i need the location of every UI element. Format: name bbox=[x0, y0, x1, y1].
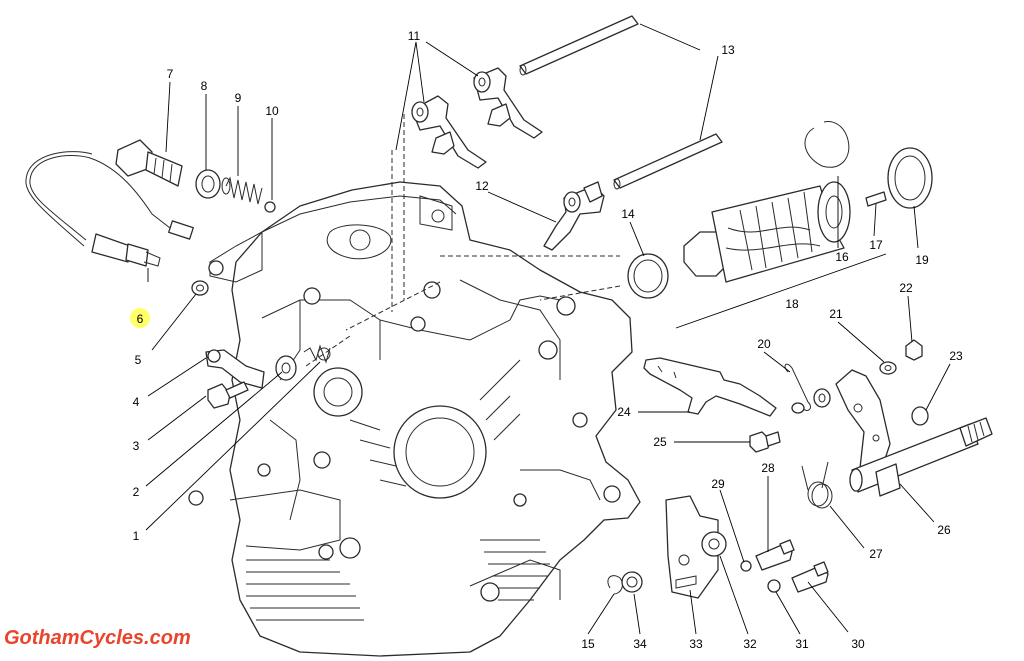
drum-pin bbox=[865, 191, 887, 207]
label-part-24[interactable]: 24 bbox=[617, 405, 631, 419]
label-part-8[interactable]: 8 bbox=[201, 79, 208, 93]
label-part-10[interactable]: 10 bbox=[265, 104, 279, 118]
label-part-27[interactable]: 27 bbox=[869, 547, 883, 561]
label-part-34[interactable]: 34 bbox=[633, 637, 647, 651]
drum-group-bracket bbox=[675, 253, 887, 329]
label-part-26[interactable]: 26 bbox=[937, 523, 951, 537]
return-spring bbox=[784, 363, 831, 414]
label-part-12[interactable]: 12 bbox=[475, 179, 489, 193]
label-part-23[interactable]: 23 bbox=[949, 349, 963, 363]
washer-and-screw-set bbox=[205, 344, 331, 409]
label-part-16[interactable]: 16 bbox=[835, 250, 849, 264]
detent-spring bbox=[221, 176, 263, 205]
label-part-20[interactable]: 20 bbox=[757, 337, 771, 351]
label-part-5[interactable]: 5 bbox=[135, 353, 142, 367]
gothamcycles-logo: GothamCycles.com bbox=[4, 627, 191, 649]
shift-forks-upper bbox=[411, 67, 543, 169]
cover-plate bbox=[643, 357, 777, 417]
bolt-with-washer-lower bbox=[767, 561, 829, 593]
label-part-14[interactable]: 14 bbox=[621, 207, 635, 221]
label-part-29[interactable]: 29 bbox=[711, 477, 725, 491]
drum-seal-ring bbox=[887, 147, 933, 209]
bushing bbox=[701, 531, 727, 557]
label-part-33[interactable]: 33 bbox=[689, 637, 703, 651]
selector-drum bbox=[683, 181, 851, 283]
crankcase-half bbox=[188, 181, 641, 657]
label-part-17[interactable]: 17 bbox=[869, 238, 883, 252]
stop-bracket bbox=[665, 495, 719, 599]
alignment-lines bbox=[305, 114, 621, 367]
torsion-spring bbox=[801, 461, 833, 509]
label-part-4[interactable]: 4 bbox=[133, 395, 140, 409]
part-6-highlight bbox=[130, 308, 150, 328]
part-number-labels: 1 2 3 4 5 6 7 8 9 10 11 12 13 14 15 16 1… bbox=[133, 29, 963, 651]
label-part-15[interactable]: 15 bbox=[581, 637, 595, 651]
label-part-19[interactable]: 19 bbox=[915, 253, 929, 267]
small-screw bbox=[749, 431, 781, 453]
bolt-with-washer-upper bbox=[740, 539, 795, 572]
label-part-3[interactable]: 3 bbox=[133, 439, 140, 453]
label-part-31[interactable]: 31 bbox=[795, 637, 809, 651]
label-part-11[interactable]: 11 bbox=[408, 29, 421, 43]
fork-shafts bbox=[519, 15, 723, 190]
detent-ball bbox=[264, 201, 276, 213]
label-part-7[interactable]: 7 bbox=[167, 67, 174, 81]
label-part-6[interactable]: 6 bbox=[137, 312, 144, 326]
label-part-13[interactable]: 13 bbox=[721, 43, 735, 57]
label-part-2[interactable]: 2 bbox=[133, 485, 140, 499]
shift-fork-lower bbox=[543, 181, 605, 251]
gear-shift-shaft bbox=[849, 417, 993, 497]
label-part-1[interactable]: 1 bbox=[133, 529, 140, 543]
label-part-9[interactable]: 9 bbox=[235, 91, 242, 105]
hex-plug-bolt bbox=[115, 139, 183, 187]
label-part-22[interactable]: 22 bbox=[899, 281, 913, 295]
neutral-sensor-with-cable bbox=[25, 151, 194, 267]
label-part-21[interactable]: 21 bbox=[829, 307, 843, 321]
clip-and-washer bbox=[607, 571, 643, 595]
label-part-30[interactable]: 30 bbox=[851, 637, 865, 651]
label-part-32[interactable]: 32 bbox=[743, 637, 757, 651]
sealing-ring bbox=[195, 169, 221, 199]
shift-pawl-plate bbox=[835, 339, 929, 485]
retaining-circlip bbox=[804, 121, 850, 168]
shaft-seal bbox=[627, 253, 669, 299]
label-part-25[interactable]: 25 bbox=[653, 435, 667, 449]
label-part-18[interactable]: 18 bbox=[785, 297, 799, 311]
leader-lines bbox=[145, 23, 951, 635]
sealing-washer bbox=[191, 280, 209, 296]
label-part-28[interactable]: 28 bbox=[761, 461, 775, 475]
